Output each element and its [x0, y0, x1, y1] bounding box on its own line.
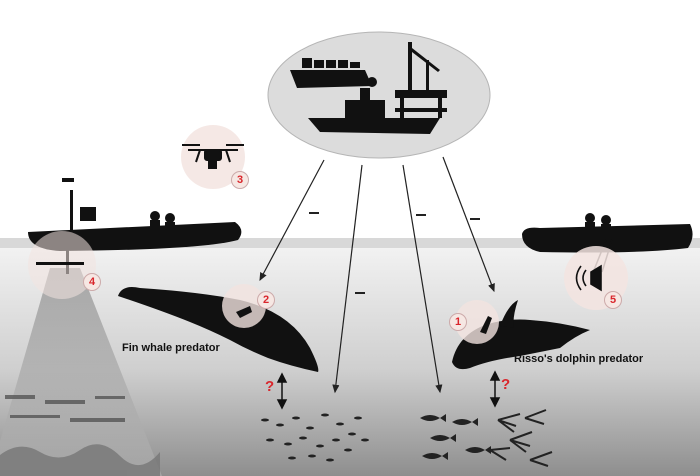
minus-sign-2: [355, 292, 365, 294]
risso-dolphin-fin: [500, 300, 518, 328]
prey-link-arrows: [276, 370, 501, 410]
hydrophone-icon: [575, 264, 602, 292]
minus-sign-4: [470, 218, 480, 220]
question-mark-whale: ?: [265, 378, 275, 395]
marker-3: 3: [231, 171, 249, 189]
fin-whale-label: Fin whale predator: [122, 342, 220, 354]
impact-arrows: [259, 156, 495, 394]
minus-sign-3: [416, 214, 426, 216]
patrol-vessel-icon: [308, 77, 440, 134]
echosounder-beam: [0, 268, 162, 476]
marker-1: 1: [449, 313, 467, 331]
squid-group: [489, 409, 553, 467]
dolphin-tag-marker-circle: [455, 300, 499, 344]
cargo-ship-icon: [290, 58, 372, 88]
minus-sign-1: [309, 212, 319, 214]
marker-4: 4: [83, 273, 101, 291]
sea-surface: [0, 238, 700, 248]
research-boat-right: [522, 213, 693, 273]
echosounder-icon: [36, 262, 84, 265]
human-activity-cloud: [267, 31, 491, 159]
seabed-echo: [0, 395, 160, 476]
tag-icon-dolphin: [480, 316, 492, 334]
oil-rig-icon: [395, 42, 447, 118]
tag-icon: [236, 306, 252, 318]
risso-dolphin-label: Risso's dolphin predator: [514, 353, 644, 365]
drone-icon: [182, 144, 244, 169]
question-mark-dolphin: ?: [501, 376, 511, 393]
fish-school: [420, 414, 491, 460]
marker-2: 2: [257, 291, 275, 309]
fin-whale-silhouette: [118, 287, 319, 372]
marker-5: 5: [604, 291, 622, 309]
krill-swarm: [261, 413, 369, 462]
whale-tag-marker-circle: [222, 284, 266, 328]
